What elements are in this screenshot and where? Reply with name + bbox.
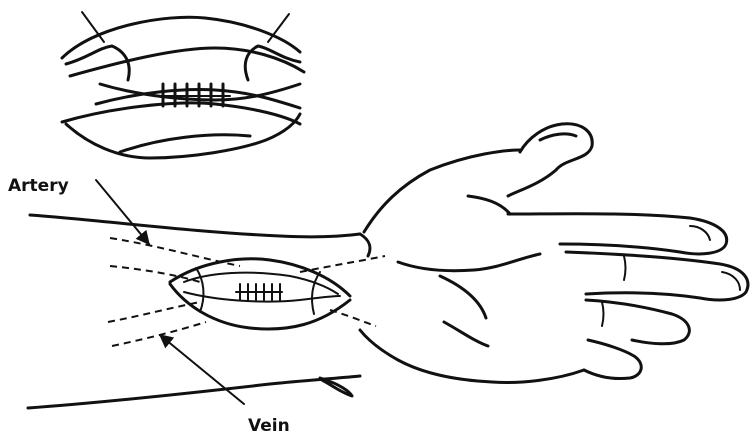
- thumb-nail: [540, 134, 576, 140]
- anastomosis-fold-left: [196, 268, 203, 312]
- ring-finger: [586, 300, 689, 344]
- middle-finger: [566, 252, 748, 300]
- forearm-top-edge: [30, 215, 360, 237]
- anastomosis-fold-right: [312, 272, 320, 314]
- inset-lower-vessel-wall: [62, 103, 300, 124]
- vein-vessel-lower-line: [112, 322, 206, 346]
- anastomosis-site: [170, 259, 350, 329]
- vessel-continuation-lower: [330, 310, 376, 326]
- palm-crease-upper: [398, 254, 540, 271]
- wrist-crease-top: [360, 234, 370, 256]
- anastomosis-closeup-inset: [62, 12, 304, 158]
- vein-vessel-upper-line: [108, 302, 200, 322]
- anastomosis-inner-bottom: [184, 292, 340, 302]
- vein-callout: Vein: [160, 335, 290, 436]
- inset-upper-vessel-wall-lower: [70, 48, 304, 76]
- palm-crease-diagonal: [440, 276, 486, 318]
- hand-back-outline: [364, 150, 520, 232]
- palm-crease-lower: [444, 322, 488, 346]
- little-finger: [584, 340, 641, 379]
- vessel-continuation-upper: [300, 256, 385, 272]
- artery-pointer-arrow: [96, 180, 149, 244]
- forearm-bottom-edge: [28, 376, 360, 408]
- middle-fingernail: [722, 272, 740, 290]
- forearm-and-hand: [28, 124, 748, 408]
- finger-joint-crease-2: [624, 256, 626, 280]
- finger-joint-crease-1: [602, 302, 604, 326]
- artery-label: Artery: [8, 176, 69, 196]
- artery-callout: Artery: [8, 176, 149, 244]
- anastomosis-outer-bottom: [170, 284, 350, 329]
- vein-label: Vein: [248, 416, 290, 436]
- wrist-crease-bottom: [320, 378, 352, 396]
- index-finger: [508, 214, 727, 254]
- thumb-base-crease: [468, 196, 510, 214]
- anastomosis-sutures: [236, 284, 282, 300]
- index-fingernail: [690, 226, 710, 240]
